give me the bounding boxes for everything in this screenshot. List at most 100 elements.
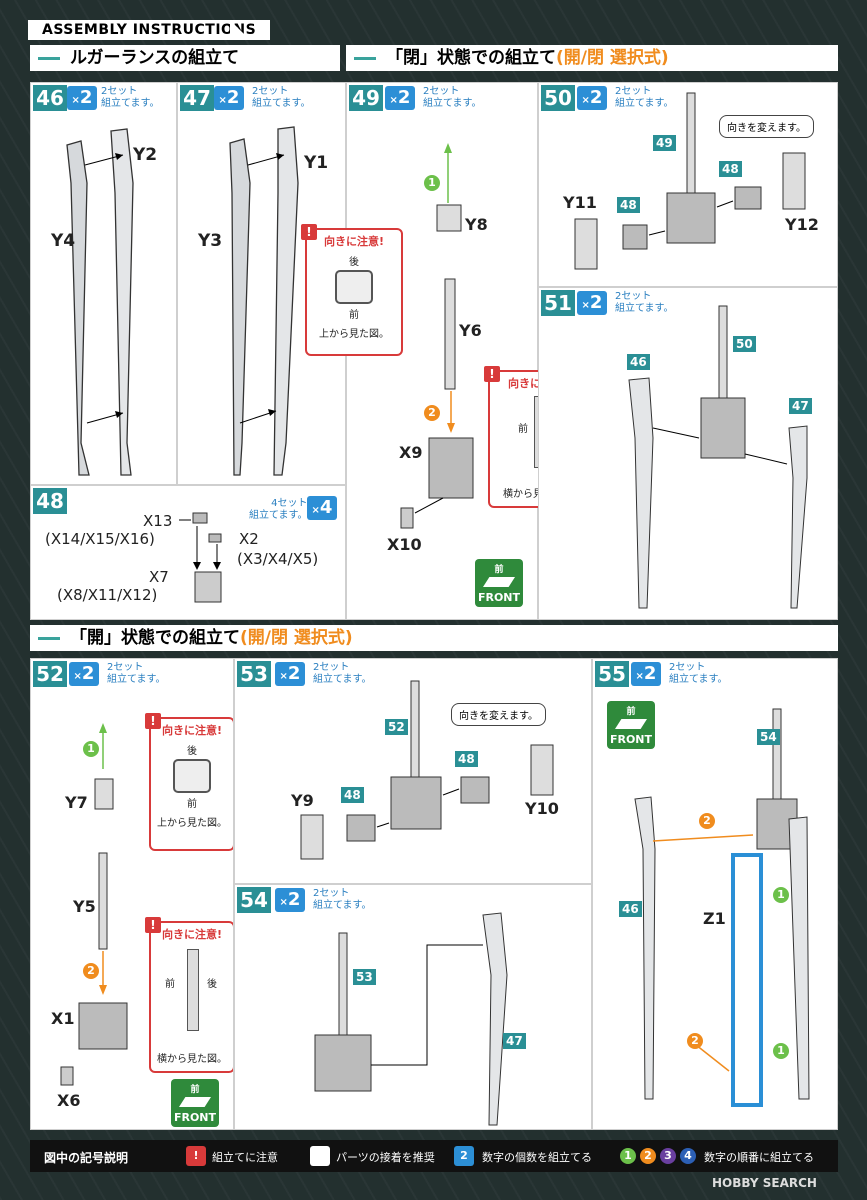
sets-note: 2セット 組立てます。: [107, 662, 166, 685]
part-label-x9: X9: [399, 443, 423, 462]
part-label-y8: Y8: [465, 215, 488, 234]
page-header: ASSEMBLY INSTRUCTIONS: [28, 20, 271, 40]
part-label-z1: Z1: [703, 909, 726, 928]
legend-order: 数字の順番に組立てる: [704, 1151, 814, 1164]
multiplier-badge: ×2: [631, 662, 661, 686]
part-illustration: [179, 512, 222, 603]
part-illustration: [574, 92, 806, 270]
caution-icon: !: [484, 366, 500, 382]
top-view-diagram: [173, 759, 211, 793]
section-title: 「閉」状態での組立て: [386, 48, 556, 68]
watermark: HOBBY SEARCH: [712, 1176, 817, 1190]
side-view-diagram: [187, 949, 199, 1031]
multiplier-badge: ×2: [275, 888, 305, 912]
part-label-x2-alt: (X3/X4/X5): [237, 550, 319, 568]
step-number: 49: [349, 85, 383, 111]
part-tag-47: 47: [503, 1033, 526, 1049]
order-2-icon: 2: [640, 1148, 656, 1164]
caution-icon: !: [145, 713, 161, 729]
part-label-x7: X7: [149, 568, 169, 586]
section-dash: [354, 56, 376, 60]
caution-title: 向きに注意!: [323, 235, 385, 248]
sets-note: 2セット 組立てます。: [669, 662, 728, 685]
caution-icon: !: [145, 917, 161, 933]
back-label: 後: [207, 979, 217, 990]
caution-title: 向きに注意!: [161, 928, 223, 941]
step-order-1-icon: 1: [773, 1043, 789, 1059]
part-tag-53: 53: [353, 969, 376, 985]
multiplier-badge: ×2: [69, 662, 99, 686]
legend-glue: パーツの接着を推奨: [336, 1151, 435, 1164]
part-label-x1: X1: [51, 1009, 75, 1028]
caution-note-top-view: ! 向きに注意! 後 前 上から見た図。: [145, 713, 233, 851]
caution-note-top-view: ! 向きに注意! 後 前 上から見た図。: [301, 224, 403, 356]
part-illustration: [60, 723, 128, 1086]
multiplier-badge: ×2: [577, 86, 607, 110]
back-label: 後: [349, 257, 359, 268]
part-tag-48: 48: [617, 197, 640, 213]
caution-note-side-view: ! 向きに注意! 前 後 横から見た図。: [145, 917, 233, 1073]
part-label-y2: Y2: [133, 145, 158, 165]
step-order-2-icon: 2: [699, 813, 715, 829]
section-subtitle: (開/閉 選択式): [556, 48, 669, 68]
part-tag-48: 48: [455, 751, 478, 767]
order-4-icon: 4: [680, 1148, 696, 1164]
front-label: 前: [518, 424, 528, 435]
section-subtitle: (開/閉 選択式): [240, 628, 353, 648]
sets-note: 2セット 組立てます。: [615, 86, 674, 109]
symbol-legend: 図中の記号説明 ! 組立てに注意 パーツの接着を推奨 2 数字の個数を組立てる …: [30, 1140, 838, 1172]
part-label-y11: Y11: [563, 193, 597, 212]
section-title: ルガーランスの組立て: [70, 48, 240, 68]
section-closed: 「閉」状態での組立て(開/閉 選択式): [346, 45, 838, 71]
sets-note: 4セット 組立てます。: [249, 498, 308, 521]
step-53-panel: 53 ×2 2セット 組立てます。 向きを変えます。 52 48 48 Y9 Y…: [234, 658, 592, 884]
step-number: 55: [595, 661, 629, 687]
part-illustration: [634, 708, 810, 1107]
section-open: 「開」状態での組立て(開/閉 選択式): [30, 625, 838, 651]
sets-note: 2セット 組立てます。: [423, 86, 482, 109]
step-order-2-icon: 2: [424, 405, 440, 421]
step-order-1-icon: 1: [773, 887, 789, 903]
section-lugarance: ルガーランスの組立て: [30, 45, 340, 71]
multiplier-badge: ×2: [275, 662, 305, 686]
section-dash: [38, 636, 60, 640]
step-52-panel: 52 ×2 2セット 組立てます。 1 2 Y7 Y5 X1 X6 ! 向きに注…: [30, 658, 234, 1130]
sets-note: 2セット 組立てます。: [252, 86, 311, 109]
part-illustration: [400, 143, 474, 529]
part-tag-49: 49: [653, 135, 676, 151]
part-tag-52: 52: [385, 719, 408, 735]
step-order-2-icon: 2: [687, 1033, 703, 1049]
front-label: 前: [165, 979, 175, 990]
step-order-2-icon: 2: [83, 963, 99, 979]
step-51-panel: 51 ×2 2セット 組立てます。 46 50 47: [538, 287, 838, 620]
sets-note: 2セット 組立てます。: [313, 662, 372, 685]
part-label-y1: Y1: [304, 153, 329, 173]
part-tag-54: 54: [757, 729, 780, 745]
step-order-1-icon: 1: [83, 741, 99, 757]
multiplier-icon: 2: [454, 1146, 474, 1166]
part-label-x13-alt: (X14/X15/X16): [45, 530, 155, 548]
legend-caution: 組立てに注意: [212, 1151, 278, 1164]
step-54-panel: 54 ×2 2セット 組立てます。 53 47: [234, 884, 592, 1130]
part-tag-46: 46: [627, 354, 650, 370]
front-label: 前: [187, 799, 197, 810]
step-number: 52: [33, 661, 67, 687]
orientation-note: 向きを変えます。: [451, 703, 546, 726]
step-46-panel: 46 ×2 2セット 組立てます。 Y2 Y4: [30, 82, 177, 485]
back-label: 後: [187, 746, 197, 757]
legend-count: 数字の個数を組立てる: [482, 1151, 592, 1164]
caution-icon: !: [186, 1146, 206, 1166]
step-48-panel: 48 4セット 組立てます。 ×4 X13 (X14/X15/X16) X2 (…: [30, 485, 346, 620]
multiplier-badge: ×2: [577, 291, 607, 315]
part-label-y12: Y12: [785, 215, 819, 234]
part-label-x13: X13: [143, 512, 173, 530]
glue-icon: [310, 1146, 330, 1166]
caution-icon: !: [301, 224, 317, 240]
part-illustration: [628, 305, 808, 609]
step-number: 50: [541, 85, 575, 111]
sets-note: 2セット 組立てます。: [101, 86, 160, 109]
